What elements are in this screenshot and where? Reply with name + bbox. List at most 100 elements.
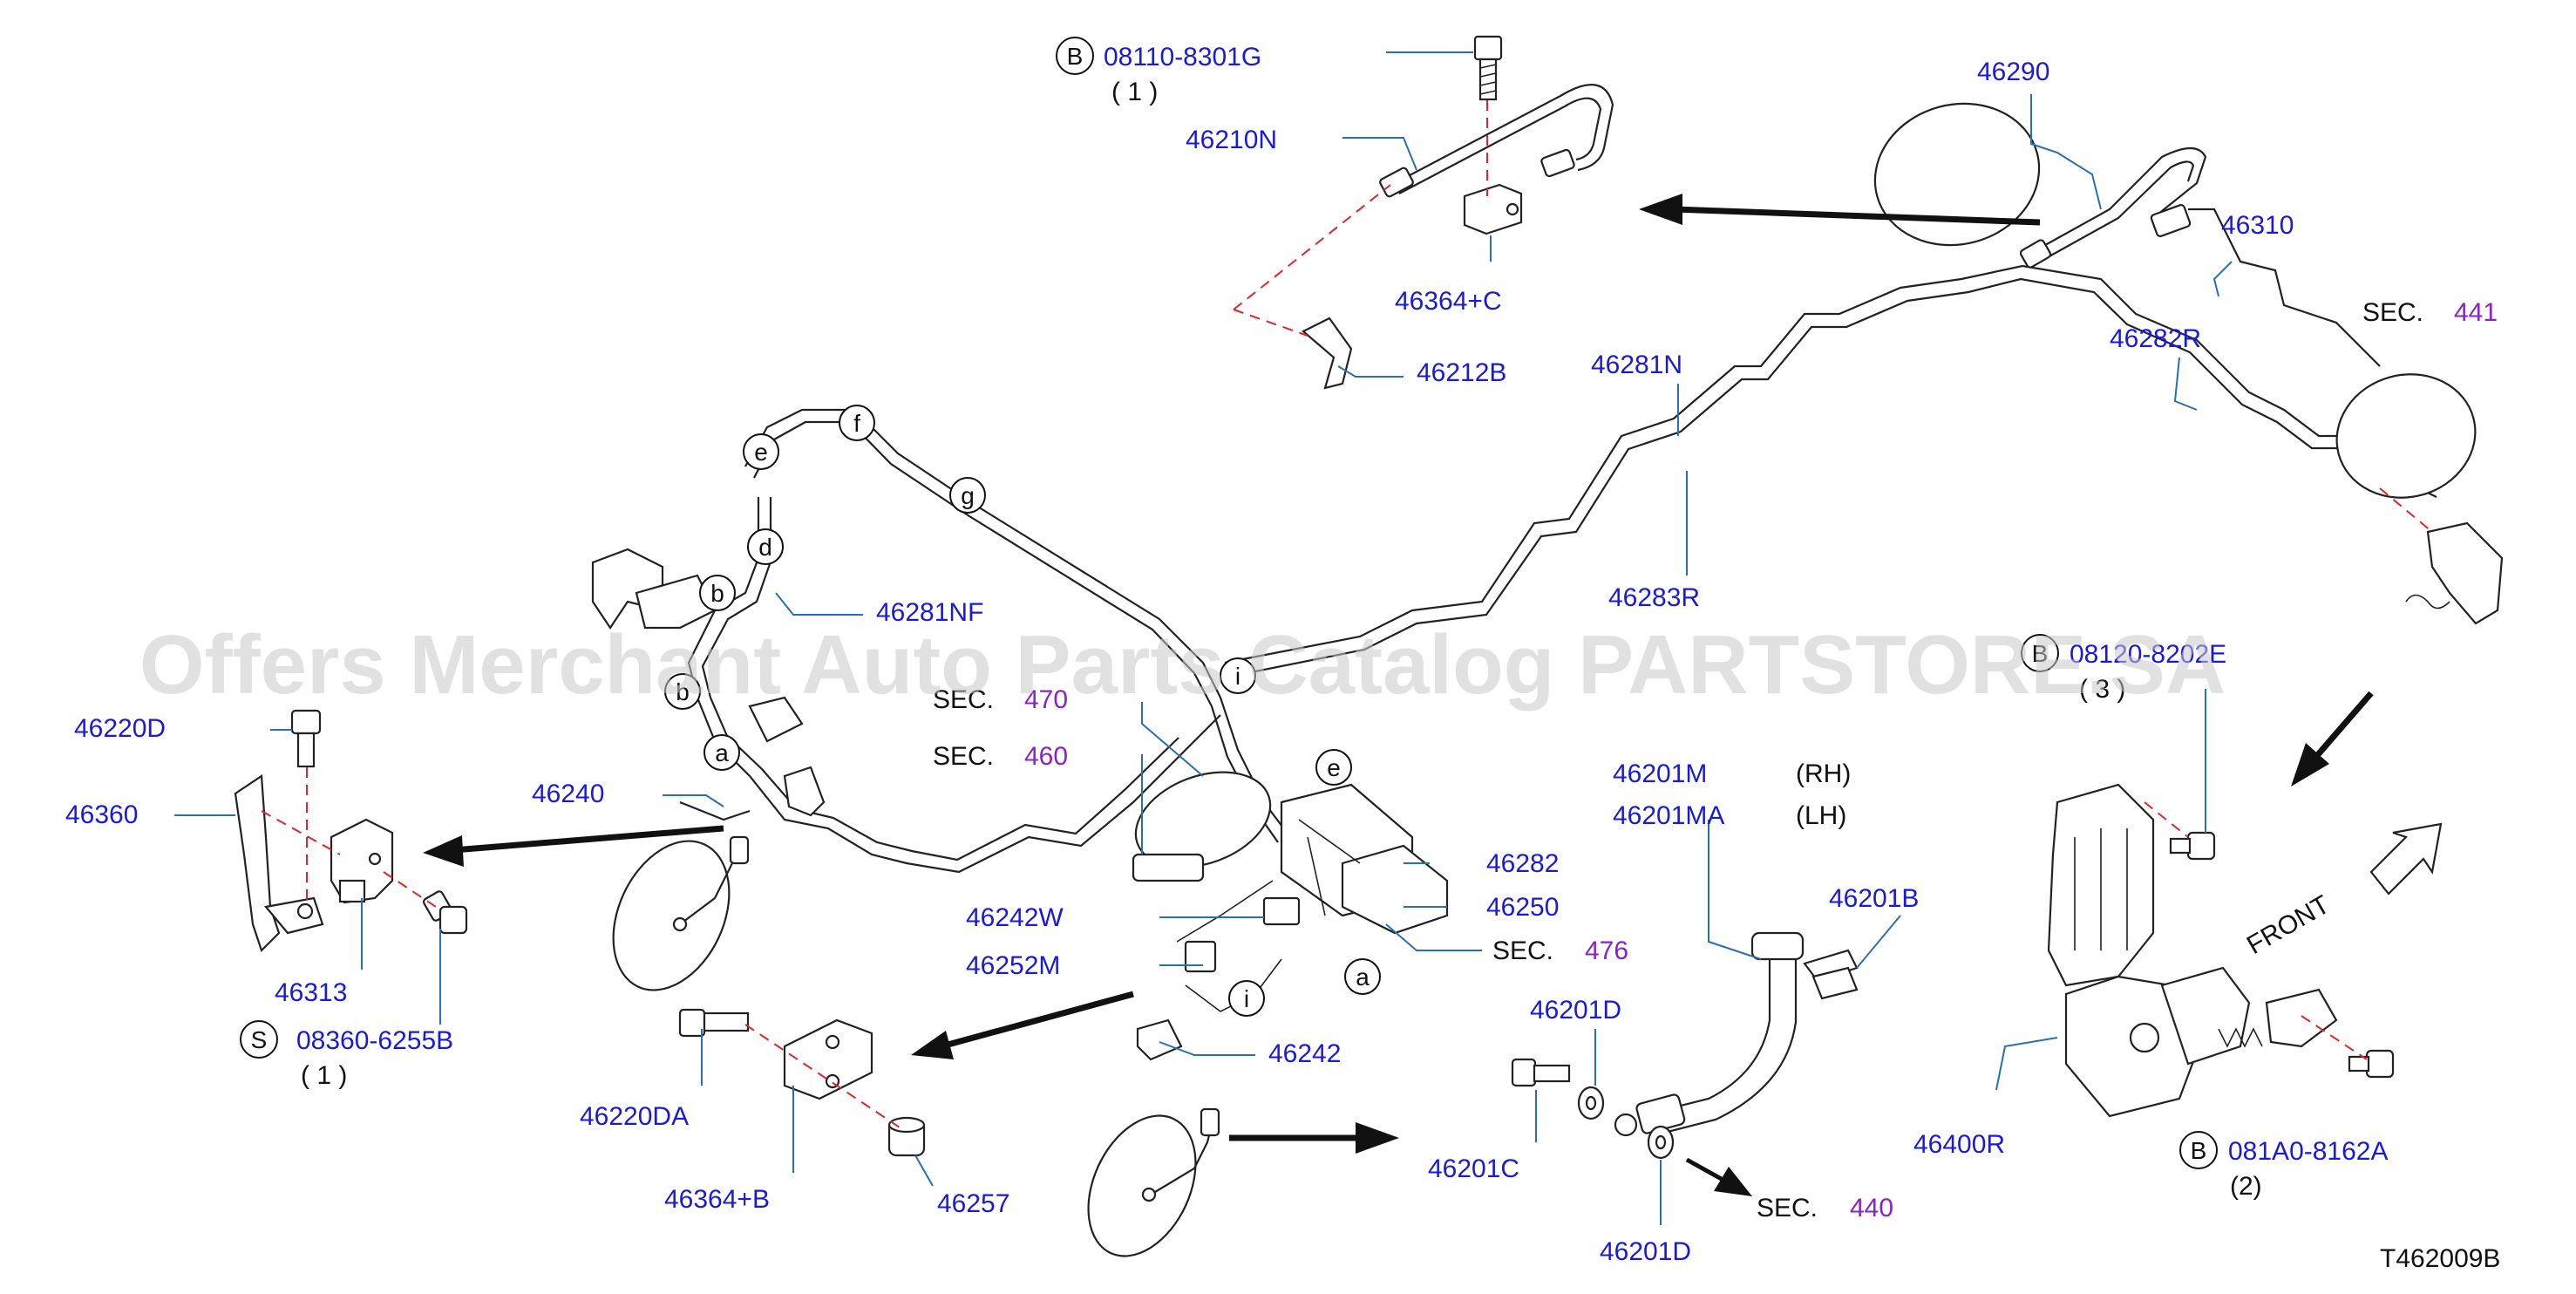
bolt-46220d	[290, 709, 322, 768]
caliper-46400r	[2047, 783, 2338, 1118]
section-ref-470: SEC. 470	[933, 685, 1068, 714]
ref-circle-b1: b	[699, 575, 736, 611]
ref-circle-d: d	[747, 528, 784, 565]
ref-letter: a	[715, 739, 729, 766]
ref-circle-e1: e	[743, 433, 779, 470]
part-label-46201b: 46201B	[1829, 884, 1919, 913]
part-label-46364b: 46364+B	[664, 1185, 770, 1214]
bolt-callout-b2: B 08120-8202E ( 3 )	[2021, 634, 2226, 704]
bolt-code: 08110-8301G	[1104, 43, 1261, 72]
ref-circle-g: g	[949, 477, 986, 514]
bolt-08120-8202e	[2169, 831, 2216, 861]
sec-prefix: SEC.	[933, 685, 994, 714]
section-ref-476: SEC. 476	[1492, 936, 1628, 965]
bolt-qty: ( 3 )	[2079, 675, 2125, 704]
ref-letter: b	[676, 678, 690, 705]
front-direction-label: FRONT	[2242, 890, 2335, 960]
part-label-46360: 46360	[65, 800, 138, 829]
junction-block-46364b	[783, 1018, 873, 1100]
part-label-46290: 46290	[1977, 58, 2049, 86]
bolt-marker: B	[1067, 43, 1084, 70]
sec-number: 476	[1585, 936, 1628, 965]
part-label-46281nf: 46281NF	[876, 598, 983, 627]
reference-letters: e f g d b b a i e a i	[664, 405, 1381, 1017]
sec-number: 440	[1850, 1194, 1893, 1222]
bolt-callout-b1: B 08110-8301G ( 1 )	[1056, 37, 1261, 106]
sec-number: 441	[2454, 298, 2498, 327]
ref-letter: e	[754, 439, 768, 466]
bolt-marker: S	[251, 1026, 268, 1053]
part-label-46201m: 46201M	[1613, 759, 1707, 788]
ref-letter: e	[1327, 754, 1341, 781]
part-label-46282: 46282	[1486, 849, 1559, 878]
bolt-08360-6255b	[422, 890, 468, 935]
ref-circle-i2: i	[1228, 980, 1265, 1017]
bolt-qty: ( 1 )	[301, 1061, 347, 1090]
ref-letter: b	[710, 580, 724, 607]
bolt-46201c	[1511, 1058, 1571, 1087]
bolt-081a0-8162a	[2348, 1049, 2395, 1079]
part-label-46242w: 46242W	[966, 903, 1064, 932]
part-label-46281n: 46281N	[1591, 351, 1682, 379]
arrow-to-top-pipe	[1673, 206, 2041, 226]
part-label-46220da: 46220DA	[580, 1102, 689, 1131]
sec-prefix: SEC.	[1492, 936, 1553, 965]
part-label-46201d-top: 46201D	[1530, 996, 1621, 1025]
part-label-46283r: 46283R	[1608, 583, 1700, 612]
section-ref-460: SEC. 460	[933, 742, 1068, 771]
bushing-46257	[887, 1116, 926, 1157]
sec-prefix: SEC.	[2362, 298, 2423, 327]
bracket-46360	[234, 774, 324, 953]
ref-circle-a2: a	[1344, 958, 1381, 995]
part-label-46252m: 46252M	[966, 951, 1060, 980]
part-label-46257: 46257	[937, 1189, 1009, 1218]
watermark-text: Offers Merchant Auto Parts Catalog PARTS…	[139, 618, 2226, 712]
part-label-46240: 46240	[532, 780, 604, 808]
part-label-46242: 46242	[1268, 1039, 1341, 1068]
brake-pipe-46281n	[1224, 264, 2442, 678]
part-label-lh: (LH)	[1796, 801, 1846, 830]
part-label-46201c: 46201C	[1428, 1154, 1519, 1183]
ref-letter: f	[853, 410, 860, 437]
part-label-46364c: 46364+C	[1395, 287, 1502, 316]
bolt-callout-b3: B 081A0-8162A (2)	[2179, 1131, 2389, 1201]
arrow-to-sec-440	[1685, 1157, 1728, 1184]
sec-number: 470	[1024, 685, 1068, 714]
sec-prefix: SEC.	[1757, 1194, 1818, 1222]
ref-letter: d	[758, 534, 772, 561]
connector-46313	[330, 818, 394, 904]
part-label-46250: 46250	[1486, 893, 1559, 922]
part-label-46282r: 46282R	[2110, 324, 2201, 353]
arrow-to-left-bracket	[452, 825, 724, 854]
ref-letter: g	[961, 482, 975, 509]
dust-shield-left	[612, 835, 750, 991]
part-label-46313: 46313	[275, 978, 347, 1007]
ref-circle-e2: e	[1315, 749, 1352, 786]
bolt-qty: ( 1 )	[1111, 78, 1158, 106]
part-label-46220d: 46220D	[74, 714, 166, 743]
front-bracket-group	[591, 548, 826, 817]
brake-pipe-46210n	[1379, 84, 1614, 198]
front-direction-arrow	[2369, 822, 2443, 896]
part-label-rh: (RH)	[1796, 759, 1851, 788]
arrow-to-junction-block	[941, 991, 1134, 1050]
clip-46201b	[1803, 949, 1859, 1000]
bolt-46220da	[678, 1008, 750, 1038]
bolt-08110-8301g	[1473, 35, 1503, 101]
connector-46364c	[1463, 183, 1523, 235]
ref-letter: a	[1356, 964, 1370, 991]
bolt-code: 08360-6255B	[296, 1026, 453, 1055]
section-ref-441: SEC. 441	[2362, 298, 2498, 327]
bolt-code: 081A0-8162A	[2228, 1137, 2389, 1166]
direction-arrows	[423, 194, 2443, 1196]
bolt-code: 08120-8202E	[2070, 640, 2226, 669]
master-cylinder	[1132, 771, 1449, 943]
part-label-46400r: 46400R	[1913, 1130, 2005, 1159]
ref-circle-i1: i	[1220, 657, 1256, 694]
brake-hose-46201m	[1614, 931, 1805, 1137]
part-labels: 46210N 46364+C 46212B 46290 46310 46282R…	[65, 58, 2294, 1266]
part-label-46210n: 46210N	[1186, 126, 1277, 154]
part-label-46310: 46310	[2221, 211, 2294, 240]
part-label-46212b: 46212B	[1417, 358, 1506, 387]
